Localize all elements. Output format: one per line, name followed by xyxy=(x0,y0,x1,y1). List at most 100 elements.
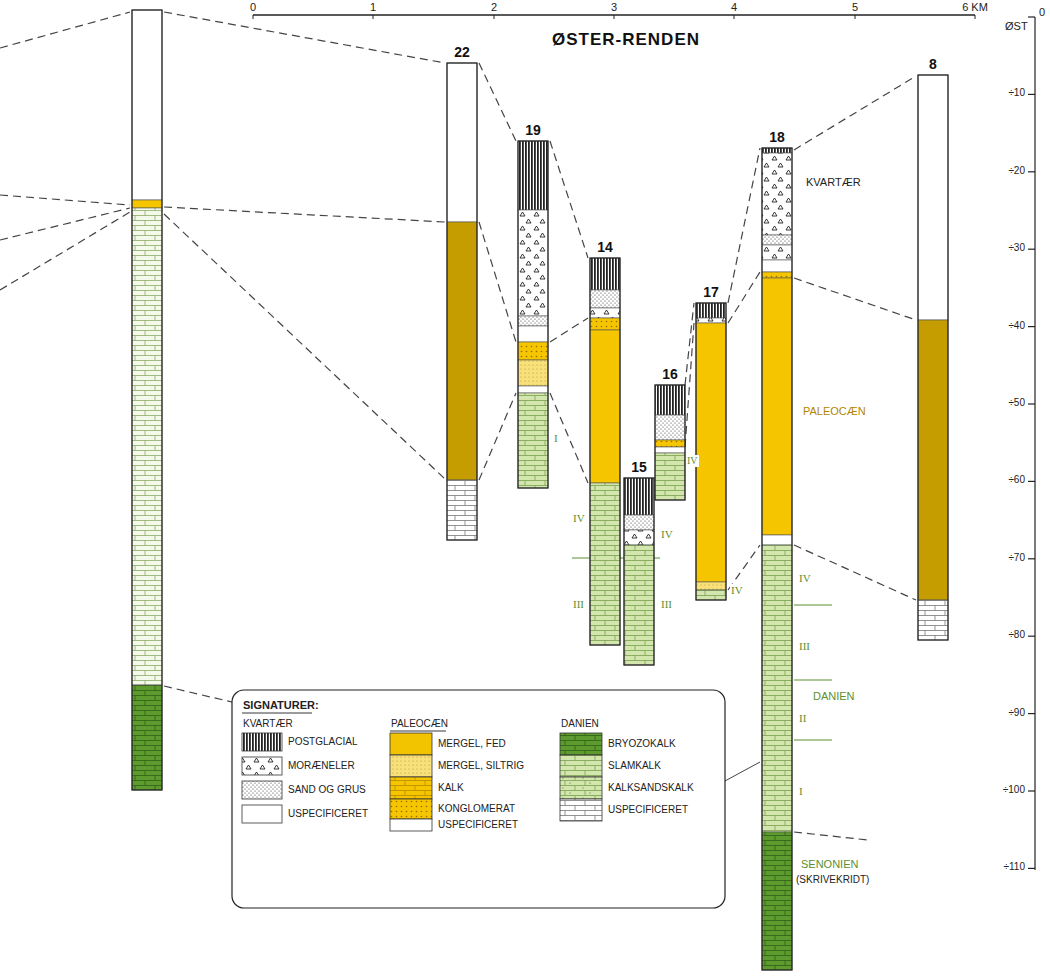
correlation-line xyxy=(164,214,445,479)
legend-swatch xyxy=(560,755,602,777)
borehole-column: 14 xyxy=(590,258,620,645)
scale-number: 5 xyxy=(851,1,859,14)
correlation-line xyxy=(550,393,588,483)
stratum-layer xyxy=(655,447,685,453)
legend-heading: DANIEN xyxy=(560,718,600,730)
depth-label: ÷90 xyxy=(1007,707,1026,719)
stratum-layer xyxy=(518,386,548,393)
stratum-layer xyxy=(518,141,548,210)
borehole-outline xyxy=(696,303,726,600)
zone-numeral: IV xyxy=(798,572,812,585)
correlation-line xyxy=(164,12,445,63)
legend-frame xyxy=(232,690,725,908)
legend-text: SAND OG GRUS xyxy=(288,784,366,796)
stratum-layer xyxy=(590,290,620,308)
stratum-layer xyxy=(918,600,948,640)
borehole-column: 18 xyxy=(762,148,792,970)
scale-unit: 6 KM xyxy=(961,1,989,14)
correlation-line xyxy=(728,272,760,323)
stratum-layer xyxy=(132,685,162,790)
correlation-line xyxy=(550,141,588,258)
axis-tick xyxy=(1028,326,1035,327)
boundary-line xyxy=(794,740,832,741)
stratum-layer xyxy=(518,393,548,488)
legend-heading: PALEOCÆN xyxy=(390,718,449,730)
stratum-layer xyxy=(624,545,654,665)
stratum-layer xyxy=(762,272,792,278)
depth-label: ÷40 xyxy=(1007,320,1026,332)
scale-number: 2 xyxy=(490,1,498,14)
depth-label: ÷100 xyxy=(1002,784,1026,796)
legend-swatch xyxy=(242,805,282,823)
borehole-columns xyxy=(132,10,948,970)
legend-swatch xyxy=(390,799,432,819)
stratum-layer xyxy=(696,582,726,590)
stratum-layer xyxy=(655,453,685,500)
stratum-layer xyxy=(696,590,726,600)
legend-swatch xyxy=(242,781,282,799)
axis-tick xyxy=(1028,403,1035,404)
depth-label: ÷50 xyxy=(1007,397,1026,409)
scale-ticks xyxy=(253,15,975,19)
scale-bar xyxy=(253,15,975,19)
stratum-layer xyxy=(624,530,654,545)
borehole-number: 18 xyxy=(769,130,785,145)
legend-text: MERGEL, SILTRIG xyxy=(438,760,524,772)
stratum-layer xyxy=(518,210,548,316)
legend-swatch xyxy=(560,799,602,821)
borehole-column: 15 xyxy=(624,478,654,665)
scale-number: 3 xyxy=(610,1,618,14)
stratum-layer xyxy=(918,320,948,600)
depth-label: ÷20 xyxy=(1007,165,1026,177)
correlation-line xyxy=(728,148,760,303)
legend-text: BRYOZOKALK xyxy=(608,738,676,750)
stratum-layer xyxy=(762,278,792,535)
borehole-number: 22 xyxy=(454,45,470,60)
legend-text: USPECIFICERET xyxy=(438,819,518,831)
legend-text: USPECIFICERET xyxy=(288,808,368,820)
depth-label: ÷60 xyxy=(1007,474,1026,486)
axis-tick xyxy=(1028,868,1035,869)
borehole-number: 8 xyxy=(929,57,937,72)
correlation-line xyxy=(794,278,916,320)
scale-number: 1 xyxy=(369,1,377,14)
axis-tick xyxy=(1028,713,1035,714)
legend-swatch xyxy=(560,733,602,755)
axis-tick xyxy=(1028,249,1035,250)
axis-tick xyxy=(1028,481,1035,482)
axis-tick xyxy=(1028,171,1035,172)
stratum-layer xyxy=(762,260,792,272)
period-label: KVARTÆR xyxy=(805,176,862,189)
zone-numeral: IV xyxy=(572,512,586,525)
borehole-column: 8 xyxy=(918,75,948,640)
zone-numeral: III xyxy=(572,598,585,611)
stratum-layer xyxy=(518,316,548,326)
correlation-line xyxy=(685,303,694,385)
stratum-layer xyxy=(132,200,162,208)
scale-number: 0 xyxy=(249,1,257,14)
borehole-number: 15 xyxy=(631,460,647,475)
depth-label: ÷10 xyxy=(1007,87,1026,99)
correlation-line xyxy=(0,12,130,48)
borehole-outline xyxy=(918,75,948,640)
zone-numeral: II xyxy=(798,712,807,725)
borehole-column: 22 xyxy=(447,63,477,540)
stratum-layer xyxy=(762,153,792,235)
legend-text: USPECIFICERET xyxy=(608,804,688,816)
correlation-line xyxy=(479,393,516,480)
borehole-outline xyxy=(447,63,477,540)
stratum-layer xyxy=(696,303,726,318)
correlation-line xyxy=(479,222,516,342)
period-label: PALEOCÆN xyxy=(802,405,867,418)
legend-swatch xyxy=(390,777,432,799)
legend-swatch xyxy=(390,819,432,831)
stratum-layer xyxy=(655,415,685,440)
borehole-number: 16 xyxy=(662,367,678,382)
diagram-title: ØSTER-RENDEN xyxy=(552,30,700,50)
correlation-line xyxy=(0,195,130,205)
depth-label: ÷30 xyxy=(1007,242,1026,254)
stratum-layer xyxy=(132,208,162,685)
stratum-layer xyxy=(624,515,654,530)
borehole-outline xyxy=(518,141,548,488)
